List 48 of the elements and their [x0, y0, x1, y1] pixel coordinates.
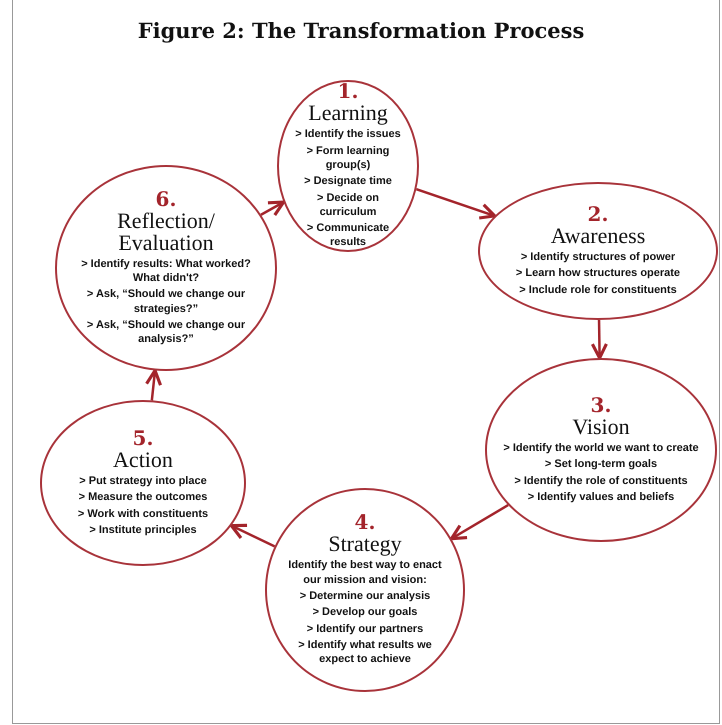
step-heading: Reflection/ Evaluation — [116, 210, 216, 254]
step-item: > Identify structures of power — [520, 250, 676, 264]
arrow — [416, 188, 496, 220]
step-item: > Identify results: What worked? What didn't? — [80, 256, 252, 286]
step-item: > Learn how structures operate — [516, 266, 680, 281]
step-item: > Decide on curriculum — [316, 190, 380, 220]
step-number: 5. — [132, 428, 154, 449]
step-item: > Put strategy into place — [79, 474, 207, 488]
step-item: > Include role for constituents — [519, 282, 677, 297]
step-item: > Identify the role of constituents — [514, 474, 688, 488]
step-item: > Work with constituents — [78, 506, 208, 521]
step-number: 2. — [588, 204, 608, 226]
step-heading: Strategy — [328, 533, 402, 556]
step-number: 3. — [590, 394, 612, 416]
step-heading: Awareness — [550, 225, 646, 248]
step-number: 4. — [354, 512, 376, 534]
arrow — [230, 524, 276, 548]
step-item: > Ask, “Should we change our strategies?” — [86, 287, 246, 316]
step-item: > Identify our partners — [306, 622, 424, 636]
step-item: > Determine our analysis — [300, 589, 430, 604]
step-heading: Vision — [572, 416, 630, 438]
arrow — [260, 200, 286, 217]
step-item: > Set long-term goals — [544, 457, 658, 472]
step-item: > Identify what results we expect to achieve — [297, 638, 433, 667]
step-heading: Learning — [308, 102, 388, 124]
step-item: > Identify the world we want to create — [503, 440, 699, 456]
step-number: 1. — [338, 81, 358, 102]
stage-ellipse — [40, 400, 246, 566]
step-item: > Measure the outcomes — [78, 490, 208, 504]
step-item: > Designate time — [304, 174, 392, 188]
arrow — [590, 320, 608, 360]
stage-ellipse — [265, 488, 465, 692]
step-item: Identify the best way to enact our mission and vision: — [287, 558, 443, 588]
figure-title: Figure 2: The Transformation Process — [136, 18, 586, 43]
arrow — [145, 368, 162, 400]
step-item: > Form learning group(s) — [306, 144, 390, 172]
step-item: > Communicate results — [306, 221, 390, 250]
stage-ellipse — [485, 358, 717, 542]
step-number: 6. — [156, 188, 176, 210]
stage-ellipse — [478, 182, 718, 320]
step-item: > Identify values and beliefs — [528, 490, 674, 504]
stage-ellipse — [277, 80, 419, 252]
step-item: > Institute principles — [89, 522, 197, 538]
step-heading: Action — [113, 448, 173, 471]
stage-ellipse — [55, 165, 277, 371]
step-item: > Identify the issues — [295, 127, 401, 142]
step-item: > Develop our goals — [312, 605, 418, 620]
step-item: > Ask, “Should we change our analysis?” — [86, 318, 246, 346]
